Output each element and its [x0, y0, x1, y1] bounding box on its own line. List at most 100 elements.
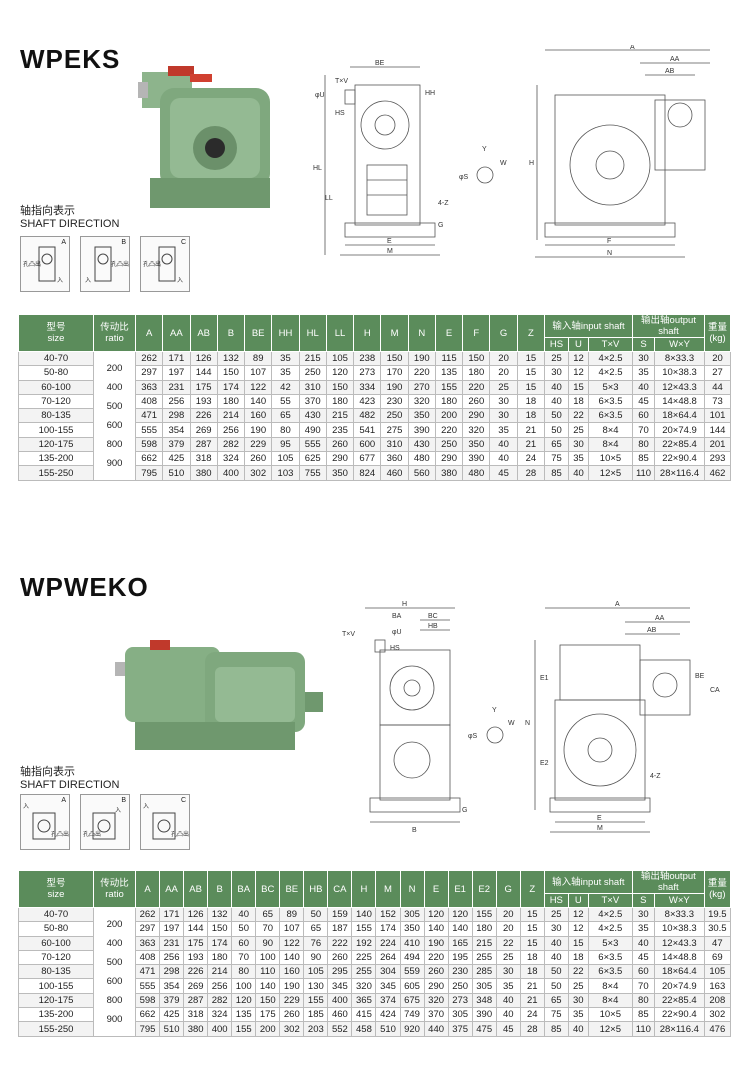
table-cell: 21 — [519, 978, 545, 994]
table-cell: 400 — [207, 1021, 233, 1037]
dir-letter: C — [180, 239, 186, 246]
dir-in: 入 — [115, 808, 122, 814]
table-cell: 285 — [471, 964, 497, 980]
table-cell: 122 — [279, 935, 305, 951]
table-cell: 190 — [279, 978, 305, 994]
dim-label: E — [597, 815, 602, 822]
table-cell: 345 — [375, 978, 401, 994]
table-cell: 10×38.3 — [653, 921, 705, 937]
table-cell: 8×4 — [587, 978, 633, 994]
table-cell: 380 — [434, 465, 464, 481]
table-cell: 15 — [516, 379, 545, 395]
table-cell: 192 — [351, 935, 377, 951]
dim-label: BE — [695, 673, 705, 680]
table-cell: 120 — [423, 906, 449, 923]
table-cell: 559 — [399, 964, 425, 980]
table-cell: 144 — [183, 921, 209, 937]
table-cell: 28 — [516, 465, 545, 481]
table-cell: 22×90.4 — [653, 1007, 705, 1023]
table-cell: 18 — [519, 949, 545, 966]
ratio-value: 800 — [106, 438, 123, 450]
table-cell: 390 — [471, 1007, 497, 1023]
table-cell: 230 — [447, 964, 473, 980]
header-size-cn: 型号 — [46, 878, 66, 889]
table-cell: 290 — [462, 408, 491, 424]
table-cell: 25 — [543, 350, 569, 367]
table-cell: 190 — [423, 935, 449, 951]
dir-key: 孔凸出 — [23, 262, 42, 268]
table-cell: 40 — [543, 935, 569, 951]
dir-key: 孔凸出 — [83, 832, 102, 838]
ratio-value: 200 — [106, 362, 123, 374]
table-cell: 50 — [543, 408, 569, 424]
table-cell: 30 — [631, 906, 655, 923]
table-cell: 400 — [327, 992, 353, 1009]
table-cell: 297 — [134, 921, 161, 937]
size-cell: 120-175 — [18, 436, 94, 453]
table-cell: 480 — [462, 465, 491, 481]
table-cell: 10×5 — [587, 1007, 633, 1023]
dim-label: T×V — [342, 631, 355, 638]
table-cell: 4×2.5 — [587, 921, 633, 937]
table-cell: 76 — [303, 935, 329, 951]
dim-label: N — [607, 250, 612, 257]
table-cell: 229 — [279, 992, 305, 1009]
table-cell: 30 — [543, 921, 569, 937]
table-cell: 375 — [447, 1021, 473, 1037]
table-cell: 12 — [567, 906, 589, 923]
table-cell: 8×4 — [587, 436, 634, 453]
dim-label: N — [525, 720, 530, 727]
table-cell: 60 — [231, 935, 257, 951]
direction-diagram-icon — [32, 812, 56, 840]
dim-label: φS — [468, 733, 478, 740]
size-cell: 40-70 — [18, 906, 94, 923]
table-cell: 795 — [134, 1021, 161, 1037]
section-wpeks: WPEKS 轴指向表示 SHAFT DIRECTION A 孔凸出 入 B 孔凸… — [0, 0, 750, 500]
dim-label: G — [462, 807, 467, 814]
table-cell: 305 — [399, 906, 425, 923]
table-cell: 21 — [519, 992, 545, 1009]
table-cell: 30 — [632, 350, 656, 367]
size-cell: 120-175 — [18, 992, 94, 1009]
size-cell: 135-200 — [18, 1007, 94, 1023]
dim-label: Y — [482, 146, 487, 153]
table-cell: 69 — [703, 949, 731, 966]
table-cell: 15 — [516, 350, 545, 367]
table-cell: 231 — [159, 935, 185, 951]
header-col: E — [423, 870, 449, 908]
dim-label: BA — [392, 613, 402, 620]
table-cell: 273 — [447, 992, 473, 1009]
dim-label: φU — [392, 629, 402, 636]
table-cell: 19.5 — [703, 906, 731, 923]
table-cell: 185 — [303, 1007, 329, 1023]
table-cell: 5×3 — [587, 935, 633, 951]
table-cell: 324 — [207, 1007, 233, 1023]
table-cell: 222 — [327, 935, 353, 951]
header-col: E — [434, 314, 464, 352]
dim-label: AA — [670, 56, 680, 63]
table-cell: 22 — [567, 964, 589, 980]
table-cell: 35 — [631, 921, 655, 937]
table-cell: 482 — [353, 408, 382, 424]
table-cell: 12×5 — [587, 465, 634, 481]
dim-label: F — [607, 238, 611, 245]
header-col: AA — [162, 314, 191, 352]
direction-diagram-icon — [152, 812, 176, 840]
table-cell: 175 — [183, 935, 209, 951]
table-cell: 214 — [216, 408, 246, 424]
header-col: Z — [519, 870, 545, 908]
table-cell: 47 — [703, 935, 731, 951]
table-cell: 30 — [495, 964, 521, 980]
table-cell: 165 — [447, 935, 473, 951]
header-weight: 重量(kg) — [704, 314, 732, 352]
table-cell: 305 — [447, 1007, 473, 1023]
header-col: E1 — [447, 870, 473, 908]
dim-label: M — [597, 825, 603, 832]
